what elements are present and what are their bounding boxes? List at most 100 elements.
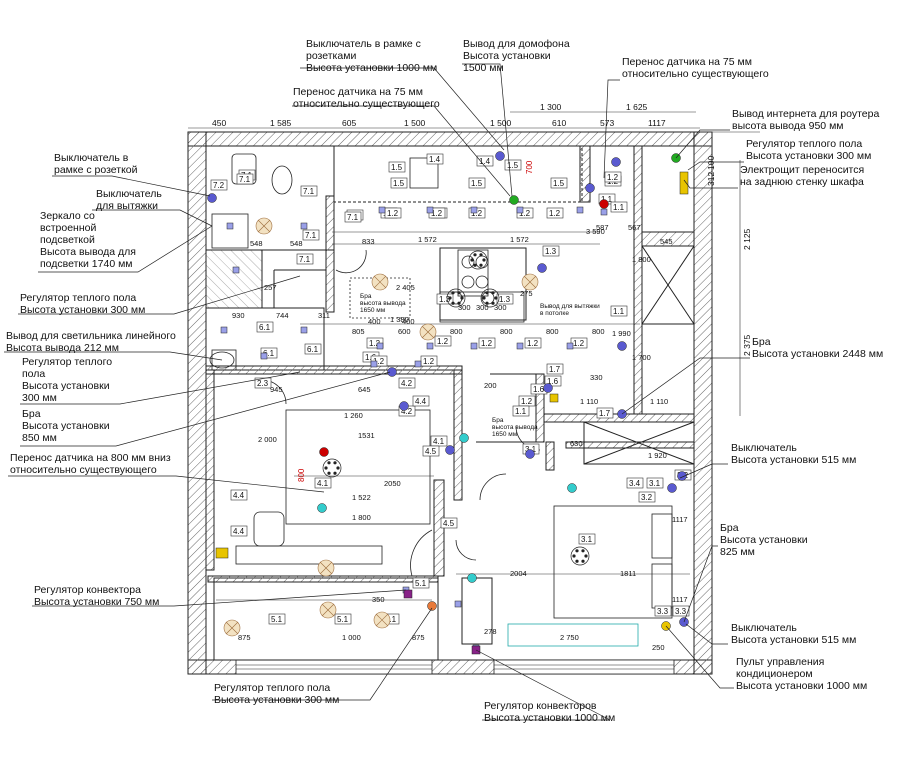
inner-dimension-label: 548 [250,239,263,248]
circuit-tag-box [398,377,416,389]
leader-line [292,105,511,197]
callout-floor-heating-2: Регулятор теплого пола Высота установки … [20,292,146,316]
circuit-tag-box [610,201,628,213]
circuit-tag-box [304,343,322,355]
socket-marker [576,206,584,214]
circuit-tag-label: 1.2 [471,209,483,218]
outlet-marker [667,483,677,493]
circuit-tag-box [626,477,644,489]
inner-dimension-label: 200 [484,381,497,390]
circuit-tag-box [434,335,452,347]
inner-dimension-label: 1 700 [632,353,651,362]
outlet-marker [387,367,397,377]
circuit-tag-box [236,173,254,185]
callout-sconce-2448: Бра Высота установки 2448 мм [752,336,884,360]
circuit-tag-box [254,377,272,389]
circuit-tag-box [440,517,458,529]
socket-marker [376,342,384,350]
light-fixture-icon [468,250,488,270]
circuit-tag-label: 1.1 [601,195,613,204]
ceiling-light-icon [223,619,241,637]
inner-dimension-label: 800 [546,327,559,336]
socket-marker [516,342,524,350]
circuit-tag-box [604,171,622,183]
leader-line [683,179,738,189]
inner-dimension-label: 278 [484,627,497,636]
inner-dimension-label: 1 800 [352,513,371,522]
callout-floor-heating-3: Регулятор теплого пола Высота установки … [22,356,113,404]
circuit-tag-box [468,177,486,189]
inner-dimension-label: 400 [368,317,381,326]
inner-dimension-label: 2 000 [258,435,277,444]
circuit-tag-label: 1.2 [527,339,539,348]
leader-line [20,371,301,405]
circuit-tag-box [422,445,440,457]
device-box [679,171,689,195]
circuit-tag-box [596,407,614,419]
circuit-tag-label: 1.2 [549,209,561,218]
circuit-tag-label: 1.5 [393,179,405,188]
dimension-top-label: 1117 [648,118,666,128]
callout-sconce-850: Бра Высота установки 850 мм [22,408,110,444]
device-box [403,589,413,599]
inner-dimension-label: 1531 [358,431,375,440]
circuit-tag-label: 2.3 [257,379,269,388]
leader-line [4,351,223,361]
inner-dimension-label: 1 110 [650,397,668,406]
circuit-tag-box [210,179,228,191]
circuit-tag-label: 3.4 [629,479,641,488]
leader-line [665,625,734,689]
circuit-tag-label: 4.1 [317,479,329,488]
outlet-marker [537,263,547,273]
circuit-tag-label: 4.4 [415,397,427,406]
inner-walls [205,145,695,661]
circuit-tag-box [268,613,286,625]
circuit-tag-box [654,605,672,617]
inner-dimension-label: 2050 [384,479,401,488]
callout-intercom: Вывод для домофона Высота установки 1500… [463,38,570,74]
inner-dimension-label: 2004 [510,569,527,578]
circuit-tag-box [544,375,562,387]
leader-line [300,67,505,151]
socket-marker [470,342,478,350]
circuit-tag-label: 5.1 [385,615,397,624]
circuit-tag-label: 1.2 [573,339,585,348]
circuit-tag-label: 7.2 [213,181,225,190]
callout-internet: Вывод интернета для роутера высота вывод… [732,108,880,132]
callout-leaders [4,63,750,721]
circuit-tag-label: 1.2 [481,339,493,348]
dimension-top-label: 573 [600,118,614,128]
outlet-marker [525,449,535,459]
inner-dimension-label: 3 590 [586,227,605,236]
dimension-right-label: 2 375 [742,334,752,356]
inner-dimension-label: 805 [352,327,365,336]
circuit-tag-box [610,305,628,317]
leader-line [603,79,620,179]
circuit-tag-box [646,477,664,489]
circuit-tag-box [504,159,522,171]
fixtures [209,153,673,647]
inner-dimension-label: 2 405 [396,283,415,292]
callout-panel: Электрощит переносится на заднюю стенку … [740,164,865,188]
callout-floor-heating-1: Регулятор теплого пола Высота установки … [746,138,872,162]
circuit-tag-box [230,489,248,501]
socket-marker [220,326,228,334]
callout-sensor-move-2: Перенос датчика на 75 мм относительно су… [293,86,440,110]
circuit-tag-label: 1.4 [429,155,441,164]
socket-marker [232,266,240,274]
callout-mirror: Зеркало со встроенной подсветкой Высота … [40,210,136,270]
circuit-tag-label: 1.7 [549,365,561,374]
outlet-marker [319,447,329,457]
circuit-tag-label: 5.1 [337,615,349,624]
circuit-tag-box [344,211,362,223]
outlet-marker [543,383,553,393]
callout-switch-515-1: Выключатель Высота установки 515 мм [731,442,857,466]
dimension-top-label: 1 585 [270,118,292,128]
circuit-tag-label: 7.1 [299,255,311,264]
device-box [215,547,229,559]
leader-line [212,607,433,701]
circuit-tag-label: 1.2 [521,397,533,406]
circuit-tag-box [436,293,454,305]
